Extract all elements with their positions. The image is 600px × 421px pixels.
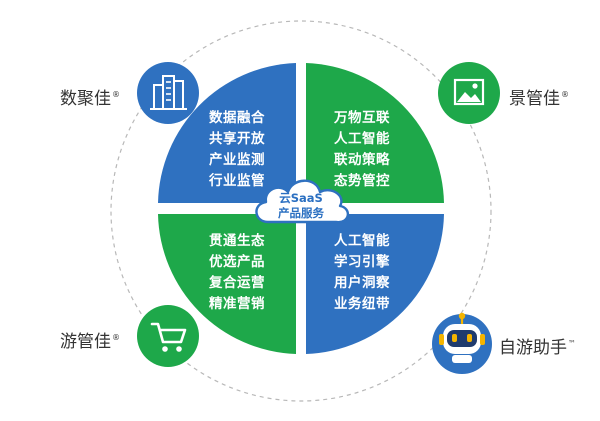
quadrant-item: 贯通生态 [209,233,265,249]
registered-mark: ® [561,90,569,100]
bottom-left-items: 贯通生态 优选产品 复合运营 精准营销 [209,231,265,315]
bottom-right-items: 人工智能 学习引擎 用户洞察 业务纽带 [334,231,390,315]
outer-dashed-ring [110,20,492,402]
product-label-ziyouzhushou: 自游助手™ [499,333,576,358]
quadrant-item: 精准营销 [209,296,265,312]
quadrant-item: 共享开放 [209,131,265,147]
quadrant-item: 数据融合 [209,110,265,126]
quadrant-item: 学习引擎 [334,254,390,270]
quadrant-item: 态势管控 [334,173,390,189]
center-label-line1: 云SaaS [279,191,323,205]
quadrant-item: 业务纽带 [334,296,390,312]
quadrant-item: 联动策略 [334,152,390,168]
landscape-image-icon [438,62,500,124]
quadrant-item: 万物互联 [334,110,390,126]
registered-mark: ® [112,90,120,100]
quadrant-item: 行业监管 [209,173,265,189]
quadrant-top-left [158,63,296,203]
quadrant-item: 复合运营 [209,275,265,291]
robot-icon [432,312,492,374]
quadrant-item: 产业监测 [209,152,265,168]
quadrant-item: 用户洞察 [334,275,390,291]
product-label-youguanjia: 游管佳® [60,327,120,352]
top-left-items: 数据融合 共享开放 产业监测 行业监管 [209,108,265,192]
quadrant-item: 人工智能 [334,131,390,147]
trademark-mark: ™ [568,339,576,349]
center-label: 云SaaS 产品服务 [260,191,342,221]
quadrant-top-right [306,63,444,203]
quadrant-bottom-left [158,214,296,354]
center-label-line2: 产品服务 [278,206,324,220]
quadrant-item: 优选产品 [209,254,265,270]
shopping-cart-icon [137,305,199,367]
top-right-items: 万物互联 人工智能 联动策略 态势管控 [334,108,390,192]
product-label-shujujia: 数聚佳® [60,84,120,109]
product-name: 游管佳 [60,332,111,352]
cloud-icon [255,179,349,224]
product-name: 自游助手 [499,338,567,358]
product-label-jingguanjia: 景管佳® [509,84,569,109]
quadrant-bottom-right [306,214,444,354]
registered-mark: ® [112,333,120,343]
quadrant-item: 人工智能 [334,233,390,249]
building-icon [137,62,199,124]
product-name: 景管佳 [509,89,560,109]
product-name: 数聚佳 [60,89,111,109]
